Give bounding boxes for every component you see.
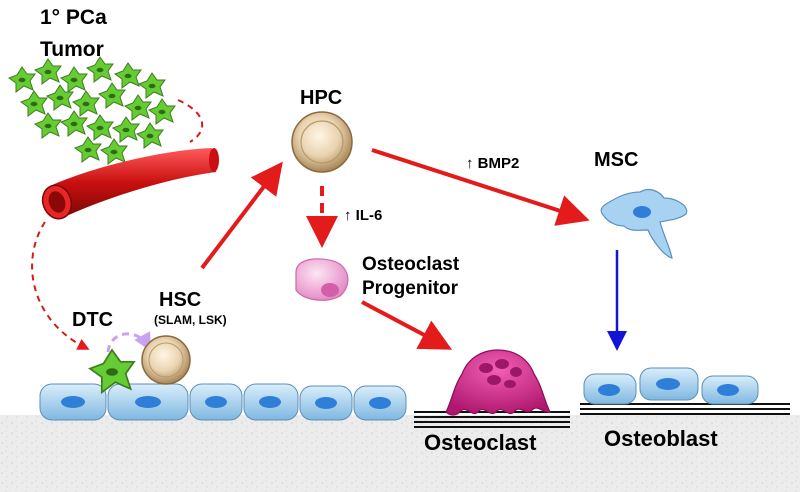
hpc-label: HPC <box>300 87 342 109</box>
osteoclast-progenitor-label-line2: Progenitor <box>362 278 459 299</box>
dtc-label: DTC <box>72 309 113 331</box>
osteoblast-cells <box>583 367 759 405</box>
osteoclast-label: Osteoclast <box>424 430 537 455</box>
bone-matrix <box>0 415 800 492</box>
primary-tumor-label-line2: Tumor <box>40 38 104 61</box>
bmp2-label: ↑ BMP2 <box>466 155 519 172</box>
il6-label: ↑ IL-6 <box>344 207 382 224</box>
osteoblast-bone-lines <box>580 403 790 415</box>
progenitor-to-osteoclast-arrow <box>361 300 453 350</box>
tumor-to-vessel-path <box>177 99 204 143</box>
osteoclast-cell <box>445 349 551 416</box>
lining-cells <box>39 383 407 421</box>
hpc-cell <box>291 111 353 173</box>
hsc-markers-label: (SLAM, LSK) <box>154 313 227 327</box>
osteoblast-label: Osteoblast <box>604 426 718 451</box>
vessel-to-dtc-path <box>31 221 90 350</box>
primary-tumor-label-line1: 1° PCa <box>40 6 107 29</box>
hsc-label: HSC <box>159 289 201 311</box>
blood-vessel <box>41 148 219 220</box>
hsc-to-hpc-arrow <box>200 161 283 270</box>
msc-label: MSC <box>594 149 638 171</box>
osteoclast-progenitor-label-line1: Osteoclast <box>362 254 460 275</box>
osteoclast-progenitor-cell <box>295 258 349 301</box>
msc-cell <box>600 188 688 259</box>
hsc-cell <box>141 335 191 385</box>
primary-tumor-cluster <box>8 56 176 165</box>
dtc-hsc-loop <box>106 331 151 353</box>
hpc-to-msc-arrow <box>371 148 590 226</box>
